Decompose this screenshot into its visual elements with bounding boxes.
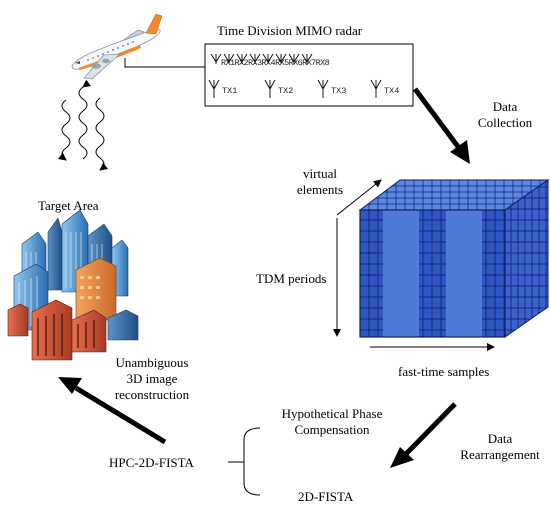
reconstruction-label: Unambiguous 3D image reconstruction (92, 355, 212, 403)
data-rearrangement-arrow (390, 402, 457, 468)
rearrangement-line: Data (487, 431, 513, 446)
signal-wave-down-a (58, 99, 71, 161)
rx-label: RX6 (288, 58, 303, 68)
rx-label: RX4 (261, 58, 276, 68)
rx-label: RX1 (221, 58, 235, 68)
radar-link-line (124, 58, 205, 68)
tx-label: TX3 (331, 86, 347, 96)
data-collection-label: Data Collection (470, 99, 540, 131)
virtual-elements-axis (336, 179, 382, 216)
tx-label: TX4 (384, 86, 400, 96)
tdm-periods-label: TDM periods (256, 271, 327, 286)
tx-label: TX2 (278, 86, 294, 96)
reconstruction-line: reconstruction (114, 387, 190, 402)
axis-label-line: elements (296, 182, 344, 197)
rx-label: RX2 (234, 58, 249, 68)
method-bracket (228, 427, 261, 496)
target-area-label: Target Area (38, 198, 99, 213)
rx-labels: RX1RX2RX3RX4RX5RX6RX7RX8 (221, 58, 330, 68)
hpc-branch-label: Hypothetical Phase Compensation (262, 406, 402, 438)
rx-label: RX5 (275, 58, 289, 68)
reconstruction-line: 3D image (126, 371, 178, 386)
fista-branch-label: 2D-FISTA (298, 489, 354, 504)
rx-label: RX3 (248, 58, 262, 68)
data-collection-line: Collection (477, 115, 533, 130)
city-buildings-icon (7, 209, 139, 361)
hpc-branch-line: Compensation (294, 422, 370, 437)
rx-label: RX7 (302, 58, 316, 68)
rearrangement-line: Rearrangement (460, 447, 540, 462)
tx-antenna-array (208, 79, 382, 98)
data-collection-arrow (412, 87, 470, 164)
signal-wave-up (78, 79, 91, 160)
data-collection-line: Data (492, 99, 518, 114)
radar-title: Time Division MIMO radar (217, 23, 363, 38)
radar-box (204, 43, 414, 107)
airplane-icon (71, 13, 163, 80)
tx-label: TX1 (222, 86, 238, 96)
reconstruction-line: Unambiguous (115, 355, 189, 370)
method-name-label: HPC-2D-FISTA (109, 455, 194, 470)
axis-label-line: virtual (303, 166, 337, 181)
data-cube (358, 179, 550, 338)
signal-wave-down-b (95, 97, 108, 171)
rx-label: RX8 (315, 58, 330, 68)
fast-time-samples-label: fast-time samples (398, 364, 490, 379)
rx-antenna-array (210, 53, 313, 64)
virtual-elements-label: virtual elements (280, 166, 360, 198)
reconstruction-arrow (58, 377, 167, 445)
data-rearrangement-label: Data Rearrangement (450, 431, 550, 463)
hpc-branch-line: Hypothetical Phase (281, 406, 383, 421)
